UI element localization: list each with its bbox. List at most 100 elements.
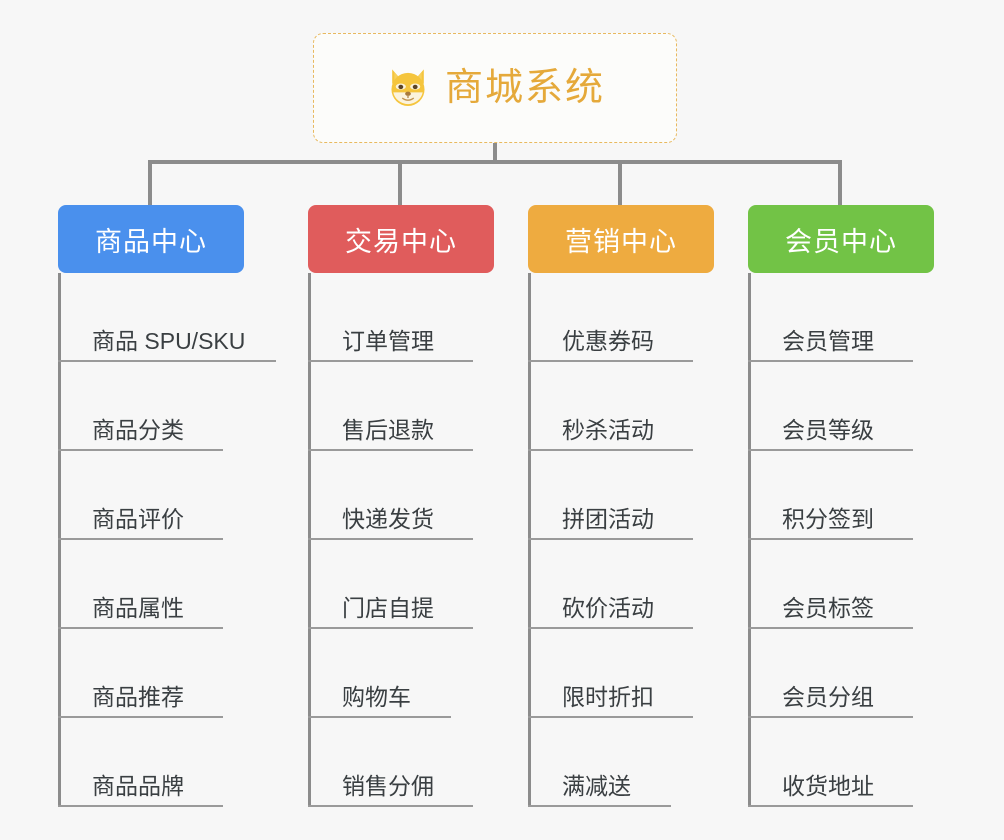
leaf-label: 优惠券码 [562,328,654,354]
leaf-underline [58,538,223,540]
leaf-underline [58,805,223,807]
leaf-label: 会员分组 [782,684,874,710]
leaf-label: 积分签到 [782,506,874,532]
list-item[interactable]: 订单管理 [308,273,494,362]
leaf-underline [308,805,473,807]
leaf-label: 订单管理 [342,328,434,354]
category-box-1[interactable]: 商品中心 [58,205,244,273]
leaf-label: 满减送 [562,773,631,799]
leaf-label: 商品评价 [92,506,184,532]
branch-spine-1 [58,273,61,807]
list-item[interactable]: 拼团活动 [528,451,714,540]
leaf-label: 商品属性 [92,595,184,621]
leaf-underline [308,627,473,629]
connector-bus [148,160,840,164]
list-item[interactable]: 砍价活动 [528,540,714,629]
leaf-list-4: 会员管理 会员等级 积分签到 会员标签 会员分组 收货地址 [748,273,934,807]
leaf-underline [528,449,693,451]
list-item[interactable]: 秒杀活动 [528,362,714,451]
list-item[interactable]: 会员管理 [748,273,934,362]
connector-drop-branch-4 [838,160,842,205]
list-item[interactable]: 商品 SPU/SKU [58,273,276,362]
category-label-3: 营销中心 [565,226,677,257]
leaf-list-2: 订单管理 售后退款 快递发货 门店自提 购物车 销售分佣 [308,273,494,807]
category-label-4: 会员中心 [785,226,897,257]
category-label-2: 交易中心 [345,226,457,257]
category-box-4[interactable]: 会员中心 [748,205,934,273]
category-box-2[interactable]: 交易中心 [308,205,494,273]
leaf-underline [528,538,693,540]
branch-column-4: 会员中心 会员管理 会员等级 积分签到 会员标签 会员分组 [748,205,934,807]
leaf-label: 售后退款 [342,417,434,443]
list-item[interactable]: 会员等级 [748,362,934,451]
leaf-underline [58,627,223,629]
list-item[interactable]: 售后退款 [308,362,494,451]
leaf-underline [748,805,913,807]
leaf-label: 商品品牌 [92,773,184,799]
leaf-underline [748,627,913,629]
category-label-1: 商品中心 [95,226,207,257]
list-item[interactable]: 会员标签 [748,540,934,629]
list-item[interactable]: 快递发货 [308,451,494,540]
leaf-label: 商品推荐 [92,684,184,710]
leaf-label: 商品分类 [92,417,184,443]
leaf-label: 商品 SPU/SKU [92,328,246,354]
connector-drop-branch-3 [618,160,622,205]
shiba-dog-face-icon [391,69,425,108]
branch-column-3: 营销中心 优惠券码 秒杀活动 拼团活动 砍价活动 限时折扣 [528,205,714,807]
list-item[interactable]: 商品品牌 [58,718,244,807]
category-box-3[interactable]: 营销中心 [528,205,714,273]
connector-drop-branch-2 [398,160,402,205]
list-item[interactable]: 商品属性 [58,540,244,629]
leaf-label: 收货地址 [782,773,874,799]
list-item[interactable]: 收货地址 [748,718,934,807]
branch-spine-4 [748,273,751,807]
connector-drop-branch-1 [148,160,152,205]
list-item[interactable]: 积分签到 [748,451,934,540]
leaf-underline [58,360,276,362]
leaf-underline [748,716,913,718]
root-node-mall-system[interactable]: 商城系统 [313,33,677,143]
branch-spine-3 [528,273,531,807]
list-item[interactable]: 会员分组 [748,629,934,718]
leaf-underline [308,716,451,718]
leaf-underline [748,538,913,540]
branch-column-2: 交易中心 订单管理 售后退款 快递发货 门店自提 购物车 [308,205,494,807]
leaf-underline [308,360,473,362]
list-item[interactable]: 优惠券码 [528,273,714,362]
leaf-label: 限时折扣 [562,684,654,710]
list-item[interactable]: 满减送 [528,718,714,807]
branch-spine-2 [308,273,311,807]
leaf-underline [748,360,913,362]
leaf-label: 会员等级 [782,417,874,443]
leaf-underline [308,449,473,451]
leaf-label: 会员标签 [782,595,874,621]
leaf-label: 会员管理 [782,328,874,354]
leaf-underline [748,449,913,451]
leaf-underline [528,360,693,362]
list-item[interactable]: 购物车 [308,629,494,718]
leaf-underline [528,716,693,718]
leaf-underline [58,716,223,718]
leaf-label: 秒杀活动 [562,417,654,443]
branch-column-1: 商品中心 商品 SPU/SKU 商品分类 商品评价 商品属性 商品推荐 [58,205,276,807]
list-item[interactable]: 限时折扣 [528,629,714,718]
leaf-underline [308,538,473,540]
leaf-list-3: 优惠券码 秒杀活动 拼团活动 砍价活动 限时折扣 满减送 [528,273,714,807]
leaf-label: 购物车 [342,684,411,710]
root-title: 商城系统 [444,67,605,109]
leaf-label: 砍价活动 [562,595,654,621]
list-item[interactable]: 门店自提 [308,540,494,629]
leaf-label: 销售分佣 [342,773,434,799]
list-item[interactable]: 商品评价 [58,451,244,540]
connector-root-drop [493,143,497,163]
leaf-label: 快递发货 [342,506,434,532]
list-item[interactable]: 商品推荐 [58,629,244,718]
leaf-underline [528,805,671,807]
list-item[interactable]: 销售分佣 [308,718,494,807]
leaf-list-1: 商品 SPU/SKU 商品分类 商品评价 商品属性 商品推荐 商品品牌 [58,273,276,807]
leaf-label: 拼团活动 [562,506,654,532]
list-item[interactable]: 商品分类 [58,362,244,451]
leaf-underline [528,627,693,629]
